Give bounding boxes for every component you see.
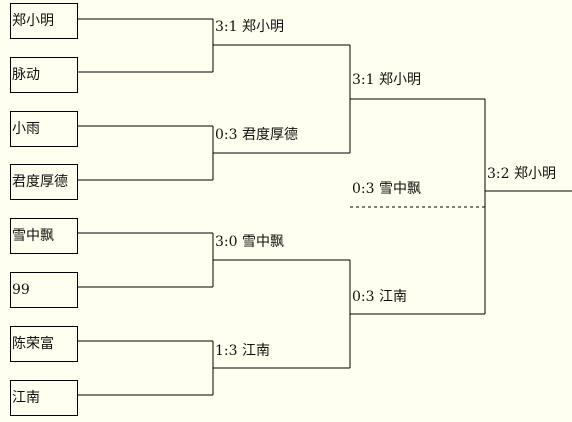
r2-match2-result: 0:3 江南 bbox=[352, 288, 407, 306]
runner-up-score: 0:3 bbox=[352, 181, 375, 197]
runner-up-result: 0:3 雪中飘 bbox=[352, 180, 421, 198]
r1-match4-result: 1:3 江南 bbox=[215, 342, 270, 360]
final-result: 3:2 郑小明 bbox=[487, 165, 556, 183]
r1-match1-result: 3:1 郑小明 bbox=[215, 18, 284, 36]
r1-match3-winner: 雪中飘 bbox=[241, 234, 284, 250]
r1-match2-result: 0:3 君度厚德 bbox=[215, 126, 298, 144]
entrant-box-3: 小雨 bbox=[10, 111, 78, 147]
r2-match1-result: 3:1 郑小明 bbox=[352, 71, 421, 89]
entrant-box-6: 99 bbox=[10, 272, 78, 308]
r2-match2-score: 0:3 bbox=[352, 289, 375, 305]
r1-match2-winner: 君度厚德 bbox=[241, 127, 298, 143]
r2-match1-score: 3:1 bbox=[352, 72, 375, 88]
runner-up-name: 雪中飘 bbox=[378, 181, 421, 197]
champion-name: 郑小明 bbox=[513, 166, 556, 182]
entrant-box-5: 雪中飘 bbox=[10, 218, 78, 254]
r1-match1-winner: 郑小明 bbox=[241, 19, 284, 35]
r2-match2-winner: 江南 bbox=[378, 289, 407, 305]
r1-match3-score: 3:0 bbox=[215, 234, 238, 250]
entrant-box-4: 君度厚德 bbox=[10, 164, 78, 200]
r1-match3-result: 3:0 雪中飘 bbox=[215, 233, 284, 251]
entrant-box-7: 陈荣富 bbox=[10, 326, 78, 362]
r1-match2-score: 0:3 bbox=[215, 127, 238, 143]
r1-match4-winner: 江南 bbox=[241, 343, 270, 359]
r1-match1-score: 3:1 bbox=[215, 19, 238, 35]
r2-match1-winner: 郑小明 bbox=[378, 72, 421, 88]
r1-match4-score: 1:3 bbox=[215, 343, 238, 359]
entrant-box-2: 脉动 bbox=[10, 57, 78, 93]
entrant-box-1: 郑小明 bbox=[10, 3, 78, 39]
final-score: 3:2 bbox=[487, 166, 510, 182]
entrant-box-8: 江南 bbox=[10, 380, 78, 416]
